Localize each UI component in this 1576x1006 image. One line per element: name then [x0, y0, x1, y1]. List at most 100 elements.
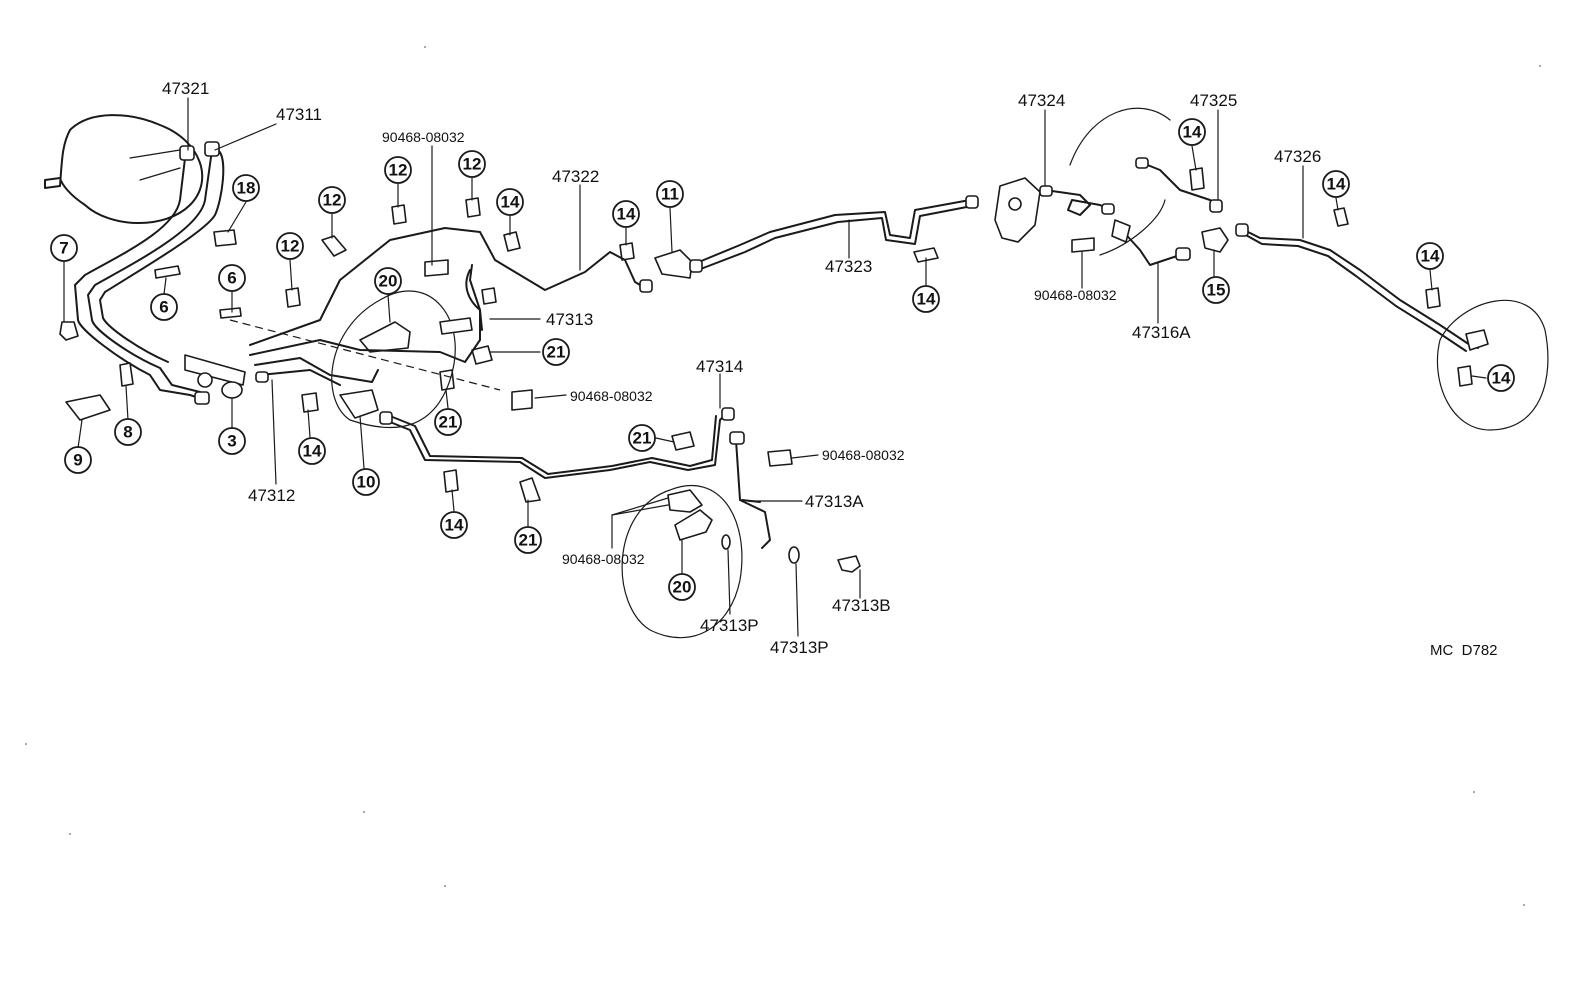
svg-text:12: 12	[323, 191, 342, 210]
clip-14h	[1425, 287, 1441, 309]
rear-left-brake	[1039, 107, 1191, 266]
clip-12d	[465, 197, 481, 218]
svg-text:20: 20	[379, 272, 398, 291]
clip-21b	[439, 369, 455, 391]
tube-47312-47322	[249, 227, 653, 386]
tube-47326	[1235, 223, 1479, 352]
callout-14d: 14	[440, 511, 468, 539]
rear-right-brake	[1436, 299, 1549, 431]
clip-12c	[391, 204, 407, 225]
label-47316A: 47316A	[1132, 323, 1191, 342]
label-47323: 47323	[825, 257, 872, 276]
svg-text:14: 14	[617, 205, 636, 224]
callout-21c: 21	[628, 424, 656, 452]
part-number-labels: 47321 47311 90468-08032 47322 47323 4732…	[162, 79, 1498, 659]
svg-text:21: 21	[633, 429, 652, 448]
svg-text:14: 14	[445, 516, 464, 535]
clip-14d	[443, 469, 459, 493]
label-47321: 47321	[162, 79, 209, 98]
union-15	[1201, 227, 1229, 253]
label-47313P-b: 47313P	[770, 638, 829, 657]
svg-text:14: 14	[1183, 123, 1202, 142]
svg-text:20: 20	[673, 578, 692, 597]
plate-9	[65, 394, 111, 421]
callout-12d: 12	[458, 150, 486, 178]
front-left-brake	[229, 249, 693, 429]
clip-8	[119, 362, 134, 387]
label-47314: 47314	[696, 357, 743, 376]
callout-21a: 21	[542, 338, 570, 366]
svg-text:7: 7	[59, 239, 68, 258]
svg-text:3: 3	[227, 432, 236, 451]
hose-47313	[439, 269, 497, 335]
svg-text:18: 18	[237, 179, 256, 198]
svg-text:14: 14	[1492, 369, 1511, 388]
callout-14c: 14	[298, 437, 326, 465]
clip-21d	[519, 477, 541, 503]
callout-numbers: 7 8 9 3 6 6 18 12 12 12 12 14 14 11 20 2…	[50, 118, 1515, 601]
svg-text:9: 9	[73, 451, 82, 470]
label-90468-a: 90468-08032	[382, 129, 465, 145]
label-90468-e: 90468-08032	[562, 551, 645, 567]
label-47313B: 47313B	[832, 596, 891, 615]
callout-12b: 12	[276, 232, 304, 260]
svg-text:14: 14	[917, 290, 936, 309]
clip-14i	[1457, 365, 1473, 387]
callout-10: 10	[352, 468, 380, 496]
svg-text:21: 21	[519, 531, 538, 550]
clip-14g	[1333, 207, 1349, 227]
clip-12b	[285, 287, 301, 308]
callout-12c: 12	[384, 156, 412, 184]
grommet-7	[59, 321, 79, 341]
svg-text:8: 8	[123, 423, 132, 442]
callout-21b: 21	[434, 408, 462, 436]
svg-text:10: 10	[357, 473, 376, 492]
callout-14f: 14	[1178, 118, 1206, 146]
callout-14h: 14	[1416, 242, 1444, 270]
svg-text:6: 6	[159, 298, 168, 317]
svg-text:14: 14	[303, 442, 322, 461]
leader-lines	[63, 97, 1487, 637]
svg-text:12: 12	[463, 155, 482, 174]
clip-21c	[671, 431, 695, 451]
clip-6b	[219, 307, 242, 319]
label-47313P-a: 47313P	[700, 616, 759, 635]
callout-21d: 21	[514, 526, 542, 554]
front-brake-tubes	[74, 141, 225, 405]
svg-text:11: 11	[661, 185, 679, 204]
diagram-code: MC D782	[1430, 642, 1498, 659]
callout-14g: 14	[1322, 170, 1350, 198]
svg-text:21: 21	[439, 413, 458, 432]
clip-90468-b	[511, 389, 533, 411]
callout-15: 15	[1202, 276, 1230, 304]
callout-14b: 14	[612, 200, 640, 228]
clip-18	[213, 229, 237, 247]
label-90468-b: 90468-08032	[570, 388, 653, 404]
svg-text:21: 21	[547, 343, 566, 362]
tube-47323	[689, 195, 979, 273]
proportioning-valve	[994, 177, 1041, 243]
callout-18: 18	[232, 174, 260, 202]
clip-21a	[471, 345, 493, 365]
callout-14e: 14	[912, 285, 940, 313]
callout-11: 11	[656, 180, 684, 208]
svg-text:6: 6	[227, 269, 236, 288]
callout-6a: 6	[150, 293, 178, 321]
label-90468-d: 90468-08032	[1034, 287, 1117, 303]
callout-8: 8	[114, 418, 142, 446]
tube-47314	[379, 407, 735, 479]
svg-text:12: 12	[281, 237, 300, 256]
label-47312: 47312	[248, 486, 295, 505]
svg-text:12: 12	[389, 161, 408, 180]
label-47324: 47324	[1018, 91, 1065, 110]
callout-7: 7	[50, 234, 78, 262]
label-47325: 47325	[1190, 91, 1237, 110]
clip-90468-a	[424, 259, 449, 277]
label-47311: 47311	[276, 105, 322, 124]
clip-14b	[619, 242, 635, 261]
clip-14e	[913, 247, 939, 263]
label-90468-c: 90468-08032	[822, 447, 905, 463]
callout-12a: 12	[318, 186, 346, 214]
